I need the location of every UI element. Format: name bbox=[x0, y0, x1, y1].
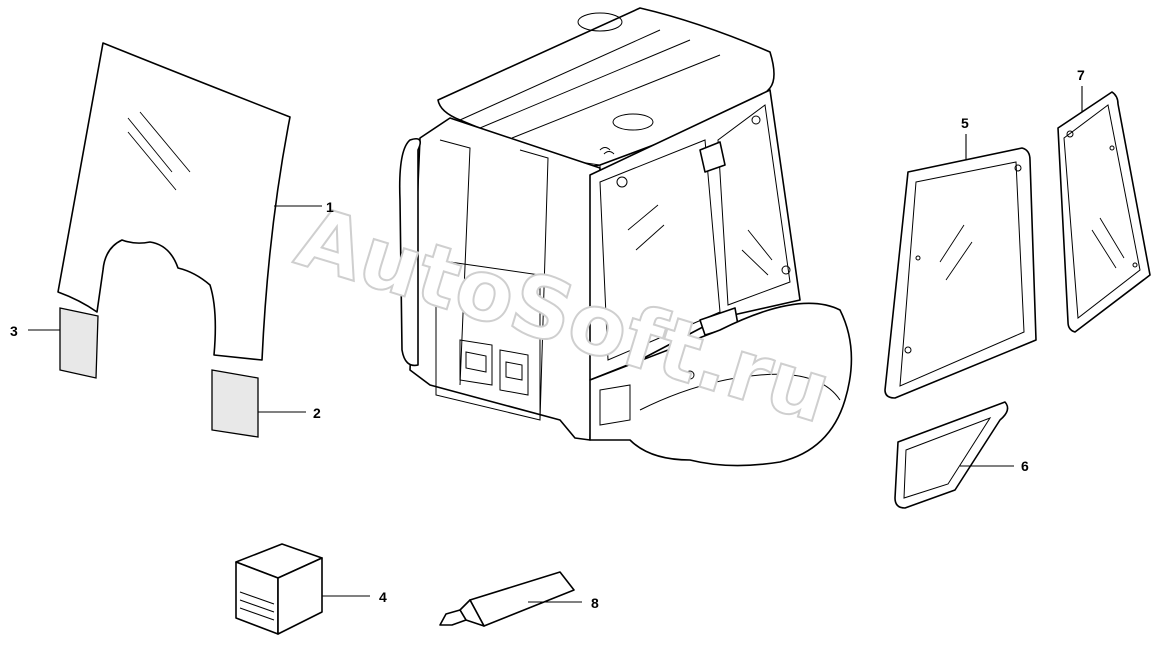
rear-window-glass bbox=[57, 42, 291, 361]
callout-4: 4 bbox=[379, 589, 387, 605]
callout-1: 1 bbox=[326, 199, 334, 215]
adhesive-kit-box bbox=[235, 543, 323, 635]
decal-bottom bbox=[211, 369, 259, 438]
side-window-glass bbox=[884, 147, 1037, 399]
triangle-window-glass bbox=[894, 401, 1009, 509]
callout-2: 2 bbox=[313, 405, 321, 421]
sealant-tube bbox=[439, 571, 575, 627]
callout-6: 6 bbox=[1021, 458, 1029, 474]
callout-8: 8 bbox=[591, 595, 599, 611]
callout-3: 3 bbox=[10, 323, 18, 339]
leader-lines bbox=[28, 86, 1083, 603]
cab-assembly bbox=[398, 7, 853, 467]
callout-7: 7 bbox=[1077, 67, 1085, 83]
callout-5: 5 bbox=[961, 115, 969, 131]
decal-left bbox=[59, 307, 99, 379]
narrow-window-glass bbox=[1057, 91, 1151, 333]
